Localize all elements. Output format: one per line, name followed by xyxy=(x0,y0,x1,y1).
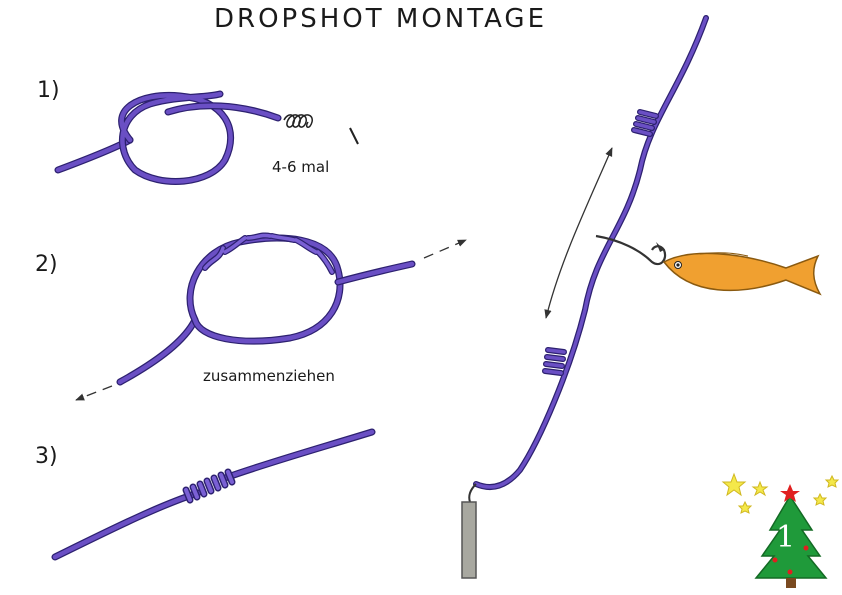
step-2-knot xyxy=(75,232,467,401)
step-1-label: 1) xyxy=(37,78,60,103)
step-3-label: 3) xyxy=(35,444,58,469)
adjust-arrow xyxy=(544,147,613,319)
christmas-tree-icon xyxy=(754,484,828,588)
sinker-icon xyxy=(461,483,477,579)
advent-day-number: 1 xyxy=(776,520,796,555)
lower-knot xyxy=(542,347,567,376)
step-2-label: 2) xyxy=(35,252,58,277)
dropshot-rig xyxy=(461,15,822,579)
fish-icon xyxy=(662,252,822,296)
star-icon xyxy=(721,472,840,514)
pull-arrow-right xyxy=(423,239,467,259)
wrap-spiral xyxy=(283,114,313,128)
pull-tight-note: zusammenziehen xyxy=(203,367,335,385)
wrap-count-note: 4-6 mal xyxy=(272,158,330,176)
page-title: DROPSHOT MONTAGE xyxy=(214,4,548,34)
hook-icon xyxy=(595,234,667,266)
step-3-knot xyxy=(51,428,376,561)
pull-arrow-left xyxy=(75,385,113,401)
step-1-knot xyxy=(54,90,359,185)
